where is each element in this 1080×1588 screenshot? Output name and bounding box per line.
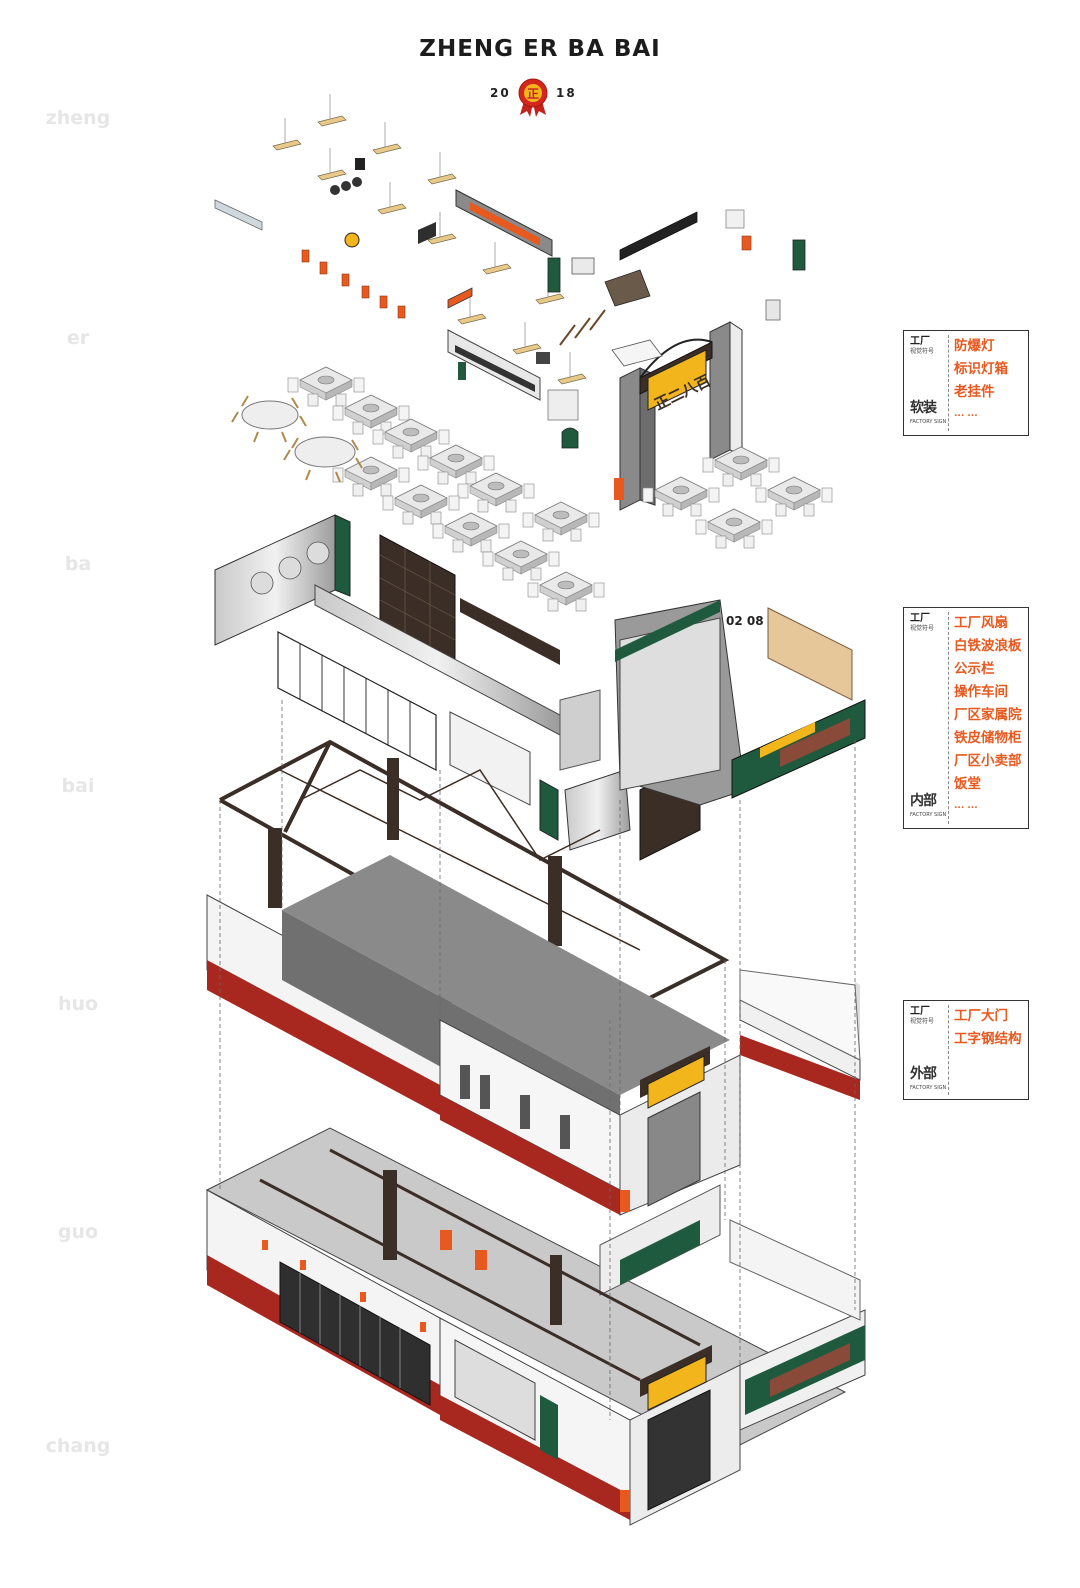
side-word-guo: guo bbox=[57, 1221, 99, 1243]
side-word-er: er bbox=[66, 327, 90, 349]
building-shell bbox=[206, 855, 861, 1216]
year-right: 18 bbox=[556, 86, 577, 100]
legend-item: 铁皮储物柜 bbox=[954, 730, 1022, 746]
dining-tables bbox=[231, 366, 833, 612]
legend-interior: 工厂 视觉符号 内部 FACTORY SIGN 工厂风扇 白铁波浪板 公示栏 操… bbox=[903, 607, 1029, 829]
side-word-bai: bai bbox=[61, 775, 95, 797]
year-left: 20 bbox=[490, 86, 511, 100]
legend-item: 操作车间 bbox=[954, 684, 1008, 700]
number-plate-text: 02 08 bbox=[726, 614, 764, 628]
legend-item: 饭堂 bbox=[954, 776, 981, 792]
legend-category: 外部 bbox=[910, 1066, 937, 1082]
lamps-layer bbox=[272, 93, 752, 385]
signboards-layer bbox=[214, 158, 806, 346]
legend-more: ... ... bbox=[954, 801, 978, 811]
side-word-ba: ba bbox=[64, 553, 92, 575]
page-title: ZHENG ER BA BAI bbox=[419, 36, 661, 62]
alignment-lines bbox=[219, 700, 856, 1420]
seal-stamp: 正 bbox=[518, 78, 548, 117]
legend-item: 工厂大门 bbox=[954, 1008, 1008, 1024]
legend-soft-decor: 工厂 视觉符号 软装 FACTORY SIGN 防爆灯 标识灯箱 老挂件 ...… bbox=[903, 330, 1029, 436]
svg-text:正: 正 bbox=[527, 87, 539, 101]
legend-item: 厂区家属院 bbox=[954, 707, 1022, 723]
side-word-zheng: zheng bbox=[45, 107, 111, 129]
legend-item: 防爆灯 bbox=[954, 338, 995, 354]
side-word-chang: chang bbox=[45, 1435, 111, 1457]
legend-item: 老挂件 bbox=[954, 384, 995, 400]
legend-item: 标识灯箱 bbox=[954, 361, 1008, 377]
legend-exterior: 工厂 视觉符号 外部 FACTORY SIGN 工厂大门 工字钢结构 bbox=[903, 1000, 1029, 1100]
legend-category: 软装 bbox=[910, 400, 937, 416]
interior-partitions: 02 08 bbox=[214, 514, 866, 861]
legend-item: 工字钢结构 bbox=[954, 1031, 1022, 1047]
counter-unit bbox=[447, 329, 579, 449]
legend-item: 白铁波浪板 bbox=[954, 638, 1022, 654]
legend-item: 厂区小卖部 bbox=[954, 753, 1022, 769]
side-word-huo: huo bbox=[57, 993, 99, 1015]
legend-item: 工厂风扇 bbox=[954, 615, 1008, 631]
assembled-building bbox=[205, 1127, 866, 1526]
legend-category: 内部 bbox=[910, 793, 937, 809]
legend-more: ... ... bbox=[954, 409, 978, 419]
legend-item: 公示栏 bbox=[954, 661, 995, 677]
